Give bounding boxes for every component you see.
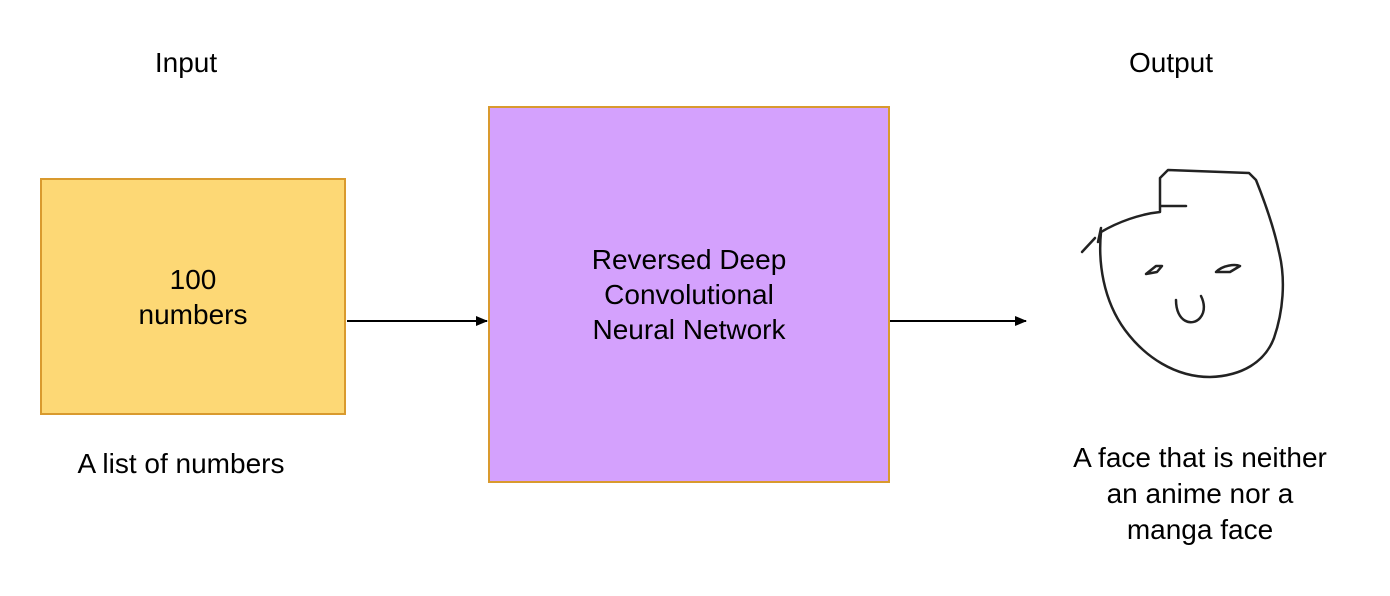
input-heading: Input: [154, 47, 218, 78]
hair-stroke-2: [1080, 236, 1097, 254]
face-outline: [1098, 168, 1285, 379]
output-caption-line-2: an anime nor a: [1106, 478, 1294, 509]
input-box-line-1: 100: [169, 263, 217, 295]
face-sketch-image: [1080, 168, 1285, 379]
input-box-line-2: numbers: [138, 298, 248, 330]
network-box-line-3: Neural Network: [592, 314, 786, 345]
output-caption: A face that is neither an anime nor a ma…: [1035, 440, 1365, 548]
right-eye: [1214, 263, 1242, 274]
output-caption-line-3: manga face: [1126, 514, 1274, 545]
network-box: Reversed Deep Convolutional Neural Netwo…: [488, 106, 890, 483]
mouth: [1174, 294, 1206, 324]
hair-stroke: [1096, 226, 1103, 244]
output-caption-line-1: A face that is neither: [1073, 442, 1327, 473]
left-eye: [1144, 264, 1164, 276]
network-box-line-2: Convolutional: [604, 279, 774, 310]
network-box-line-1: Reversed Deep: [591, 244, 787, 275]
network-box-text: Reversed Deep Convolutional Neural Netwo…: [592, 242, 787, 347]
input-box: 100 numbers: [40, 178, 346, 415]
input-caption: A list of numbers: [77, 448, 285, 479]
input-box-text: 100 numbers: [139, 262, 248, 332]
output-heading: Output: [1128, 47, 1214, 78]
